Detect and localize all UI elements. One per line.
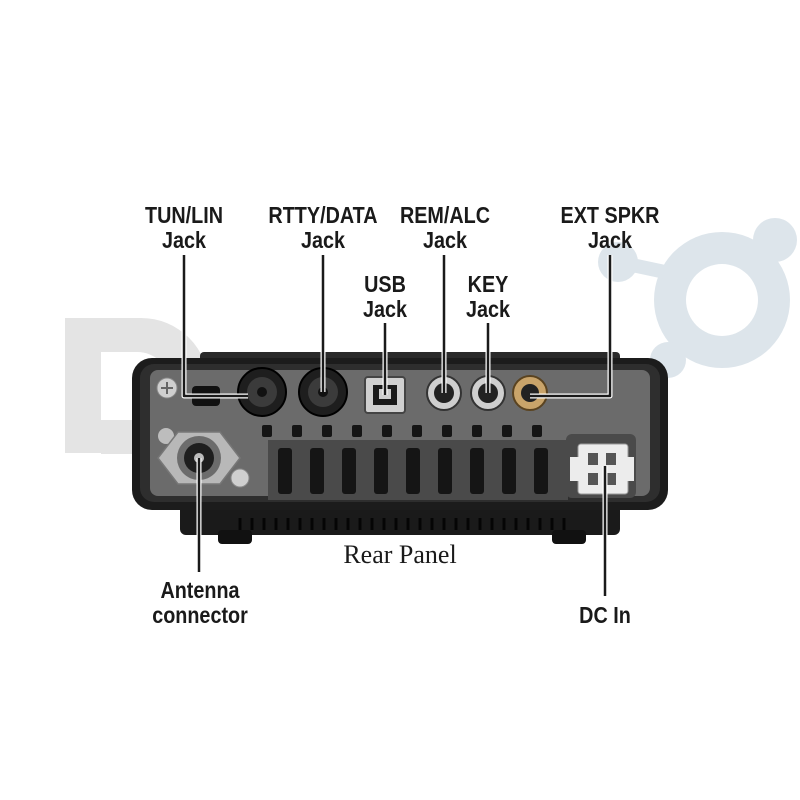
rtty-data-label-line2: Jack xyxy=(300,227,345,253)
usb-label-line2: Jack xyxy=(362,296,407,322)
key-label: KEY Jack xyxy=(454,272,523,322)
rtty-data-label: RTTY/DATA Jack xyxy=(259,203,388,253)
tun-lin-leader xyxy=(182,255,248,398)
leader-lines xyxy=(181,255,613,596)
tun-lin-jack-icon xyxy=(237,367,287,417)
rem-alc-label-line2: Jack xyxy=(422,227,467,253)
tun-lin-label: TUN/LIN Jack xyxy=(129,203,239,253)
ext-spkr-label: EXT SPKR Jack xyxy=(550,203,670,253)
dc-in-connector-icon xyxy=(566,434,636,498)
key-label-line2: Jack xyxy=(465,296,510,322)
usb-label-line1: USB xyxy=(364,271,406,297)
ext-spkr-label-line1: EXT SPKR xyxy=(560,202,660,228)
dc-in-label-line1: DC In xyxy=(579,602,631,628)
ext-spkr-jack-icon xyxy=(512,375,548,411)
usb-label: USB Jack xyxy=(351,272,420,322)
antenna-label-line1: Antenna xyxy=(160,577,240,603)
tun-lin-label-line2: Jack xyxy=(161,227,206,253)
rem-alc-label: REM/ALC Jack xyxy=(389,203,501,253)
rem-alc-label-line1: REM/ALC xyxy=(399,202,491,228)
ext-spkr-leader xyxy=(530,255,612,398)
ext-spkr-label-line2: Jack xyxy=(587,227,632,253)
rtty-data-label-line1: RTTY/DATA xyxy=(268,202,378,228)
key-label-line1: KEY xyxy=(467,271,509,297)
antenna-label-line2: connector xyxy=(152,602,248,628)
antenna-label: Antenna connector xyxy=(140,578,260,628)
tun-lin-label-line1: TUN/LIN xyxy=(144,202,224,228)
screw-icon xyxy=(156,377,250,488)
rear-panel-caption: Rear Panel xyxy=(343,540,457,569)
dc-in-label: DC In xyxy=(562,603,648,628)
